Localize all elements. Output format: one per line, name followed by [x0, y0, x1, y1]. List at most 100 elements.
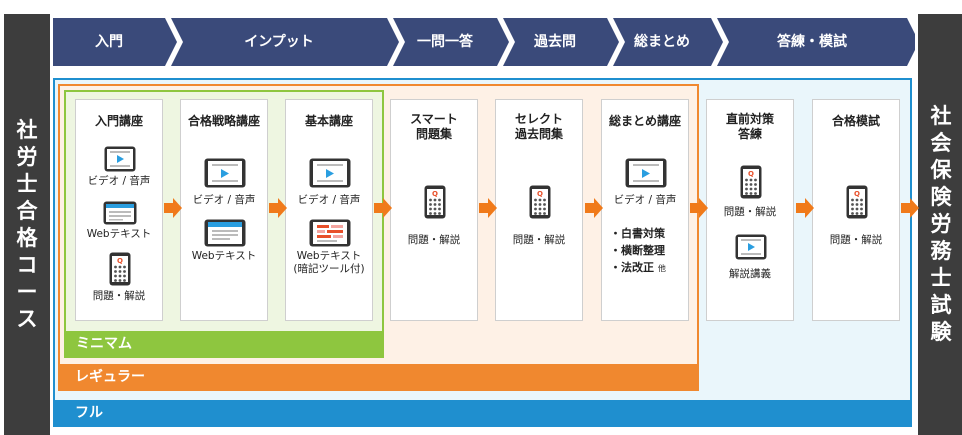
item-caption-line: 問題・解説: [512, 234, 566, 246]
item-caption: 解説講義: [707, 268, 793, 281]
course-card-select-past: セレクト 過去問集 Q 問題・解説: [495, 99, 583, 321]
course-title-line: 直前対策: [725, 112, 774, 126]
course-title-line: スマート: [410, 112, 458, 126]
exam-name-char: 会: [930, 131, 952, 155]
summary-topic: ・横断整理: [610, 244, 665, 257]
svg-text:Q: Q: [854, 190, 860, 198]
item-caption-line: ビデオ / 音声: [297, 194, 361, 206]
course-title: 基本講座: [286, 114, 372, 129]
plan-full-footer: フル: [53, 400, 912, 427]
item-caption-line: (暗記ツール付): [293, 263, 365, 275]
course-name-char: 格: [16, 225, 38, 250]
exam-name-char: 務: [930, 239, 952, 263]
course-name-char: 合: [16, 198, 38, 223]
memorize-text-icon: [309, 219, 351, 251]
stage-intro: 入門: [95, 34, 123, 50]
summary-topic: ・白書対策: [610, 227, 665, 240]
item-caption: ビデオ / 音声: [602, 194, 688, 207]
exam-name-char: 試: [930, 293, 952, 317]
stage-qa: 一問一答: [417, 34, 473, 50]
stage-chevron: [503, 18, 619, 66]
stage-input: インプット: [244, 34, 314, 50]
exam-name-label: 社 会 保 険 労 務 士 試 験: [918, 14, 962, 435]
stage-summary: 総まとめ: [634, 34, 690, 50]
exam-name-char: 社: [930, 104, 952, 128]
web-text-icon: [204, 219, 246, 251]
summary-topics-list: ・白書対策 ・横断整理 ・法改正 他: [610, 225, 666, 277]
course-card-strategy: 合格戦略講座 ビデオ / 音声 Webテキスト: [180, 99, 268, 321]
item-caption: 問題・解説: [391, 234, 477, 247]
exam-name-char: 験: [930, 320, 952, 344]
tablet-video-icon: [309, 158, 351, 192]
course-card-basic: 基本講座 ビデオ / 音声 Webテキスト (暗記ツール付): [285, 99, 373, 321]
stage-chevron: [393, 18, 509, 66]
course-card-summary: 総まとめ講座 ビデオ / 音声 ・白書対策 ・横断整理 ・法改正 他: [601, 99, 689, 321]
course-name-char: コ: [16, 252, 38, 277]
course-title-line: 入門講座: [94, 114, 143, 128]
phone-quiz-icon: Q: [529, 185, 551, 223]
tablet-video-icon: [625, 158, 667, 192]
item-caption: 問題・解説: [813, 234, 899, 247]
course-card-mock-exam: 合格模試 Q 問題・解説: [812, 99, 900, 321]
plan-minimum-label: ミニマム: [76, 336, 132, 352]
item-caption: ビデオ / 音声: [181, 194, 267, 207]
course-name-char: 労: [16, 144, 38, 169]
exam-name-char: 労: [930, 212, 952, 236]
course-title: スマート 問題集: [391, 112, 477, 142]
summary-topic: ・法改正: [610, 261, 654, 274]
item-caption-line: Webテキスト: [296, 250, 362, 262]
course-title-line: 総まとめ講座: [608, 114, 681, 128]
item-caption-line: ビデオ / 音声: [192, 194, 256, 206]
exam-name-char: 保: [930, 158, 952, 182]
stage-chevron: [613, 18, 723, 66]
item-caption-line: ビデオ / 音声: [613, 194, 677, 206]
item-caption: 問題・解説: [496, 234, 582, 247]
course-name-char: ー: [16, 279, 38, 304]
course-title-line: セレクト: [514, 112, 563, 126]
tablet-video-icon: [104, 146, 136, 176]
item-caption-line: 問題・解説: [829, 234, 883, 246]
item-caption-line: 問題・解説: [723, 206, 777, 218]
summary-topic-row: ・法改正 他: [610, 259, 666, 277]
item-caption: ビデオ / 音声: [76, 175, 162, 188]
exam-name-char: 士: [930, 266, 952, 290]
plan-regular-label: レギュラー: [75, 369, 145, 385]
svg-text:Q: Q: [537, 190, 543, 198]
course-title: セレクト 過去問集: [496, 112, 582, 142]
svg-text:Q: Q: [117, 257, 123, 265]
item-caption-line: ビデオ / 音声: [87, 175, 151, 187]
plan-minimum-footer: ミニマム: [64, 331, 384, 358]
course-title-line: 答練: [737, 127, 762, 141]
item-caption-line: 問題・解説: [407, 234, 461, 246]
course-title: 合格模試: [813, 114, 899, 129]
stage-chevron-shapes: [53, 18, 915, 66]
phone-quiz-icon: Q: [846, 185, 868, 223]
course-title: 入門講座: [76, 114, 162, 129]
course-card-final-drill: 直前対策 答練 Q 問題・解説 解説講義: [706, 99, 794, 321]
item-caption: Webテキスト: [76, 228, 162, 241]
plan-regular-footer: レギュラー: [58, 364, 699, 391]
svg-text:Q: Q: [432, 190, 438, 198]
stage-past-exams: 過去問: [534, 34, 576, 50]
course-title-line: 問題集: [415, 127, 452, 141]
course-card-smart-drill: スマート 問題集 Q 問題・解説: [390, 99, 478, 321]
item-caption: 問題・解説: [707, 206, 793, 219]
course-name-char: ス: [16, 306, 38, 331]
stage-chevron: [171, 18, 399, 66]
item-caption: Webテキスト: [181, 250, 267, 263]
svg-text:Q: Q: [748, 170, 754, 178]
item-caption-line: Webテキスト: [86, 228, 152, 240]
item-caption-line: 解説講義: [729, 268, 771, 280]
item-caption: ビデオ / 音声: [286, 194, 372, 207]
stage-chevron: [53, 18, 177, 66]
course-title: 直前対策 答練: [707, 112, 793, 142]
course-name-char: 社: [16, 117, 38, 142]
course-title-line: 合格戦略講座: [187, 114, 260, 128]
course-title: 総まとめ講座: [602, 114, 688, 129]
summary-topic-suffix: 他: [657, 264, 666, 273]
phone-quiz-icon: Q: [109, 252, 131, 290]
stage-mock-exam: 答練・模試: [777, 34, 847, 50]
item-caption-line: Webテキスト: [191, 250, 257, 262]
stage-chevron: [717, 18, 915, 66]
phone-quiz-icon: Q: [740, 165, 762, 203]
